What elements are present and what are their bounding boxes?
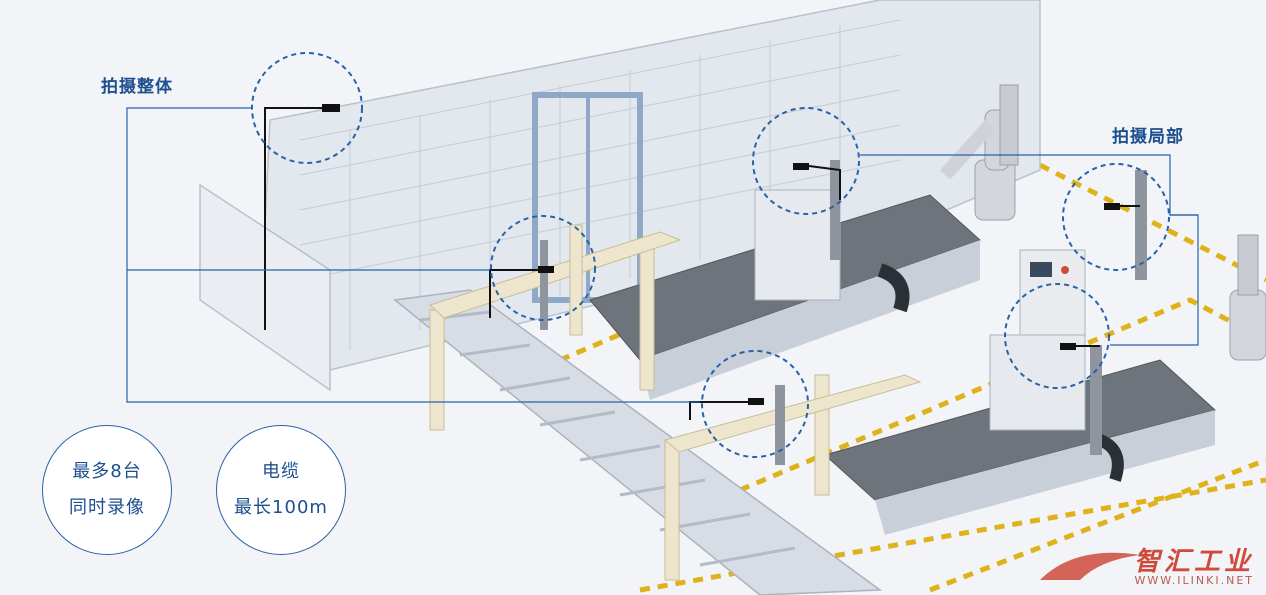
watermark-logo [1040,552,1140,580]
storage-rack [199,0,1041,392]
gantry-frames [429,224,922,581]
badge-max-units-line2: 同时录像 [69,497,145,518]
camera-icon [322,104,1120,405]
badge-max-units-line1: 最多8台 [72,461,142,482]
badge-cable-line1: 电缆 [262,461,300,482]
watermark-title: 智汇工业 [1133,547,1254,577]
watermark-url: WWW.ILINKI.NET [1134,574,1254,587]
camera-posts [540,160,1147,465]
robot-arm-right [1229,234,1266,361]
cutting-table-lower [823,334,1217,535]
watermark: 智汇工业 WWW.ILINKI.NET [1134,541,1254,587]
badge-cable-line2: 最长100m [234,497,328,518]
control-cabinet [1019,249,1086,336]
callout-lines [126,107,1199,403]
label-local: 拍摄局部 [1112,127,1184,147]
badge-cable-length: 电缆 最长100m [216,425,346,555]
badge-max-units: 最多8台 同时录像 [42,425,172,555]
label-overall: 拍摄整体 [101,77,173,97]
roller-conveyor [393,289,883,595]
